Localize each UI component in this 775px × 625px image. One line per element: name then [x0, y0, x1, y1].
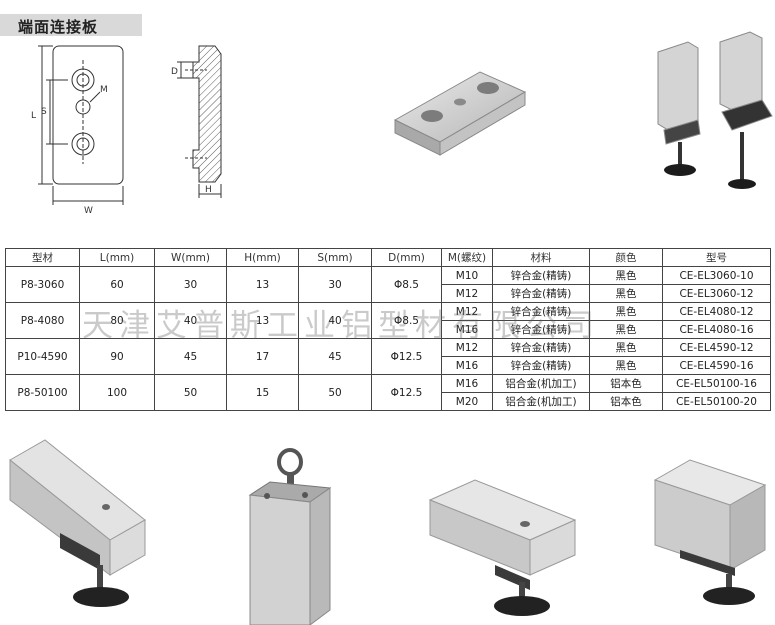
table-row: P8-3060 60 30 13 30 Φ8.5 M10 锌合金(精铸) 黑色 … — [5, 266, 771, 303]
profile-cell: P8-50100 — [5, 374, 80, 411]
model-cell: CE-EL3060-10 — [662, 266, 771, 285]
color-cell: 黑色 — [589, 284, 663, 303]
material-cell: 锌合金(精铸) — [492, 266, 590, 285]
d-cell: Φ12.5 — [371, 374, 442, 411]
model-cell: CE-EL3060-12 — [662, 284, 771, 303]
spec-table: 型材 L(mm) W(mm) H(mm) S(mm) D(mm) M(螺纹) 材… — [5, 248, 771, 411]
header-cell: 颜色 — [589, 248, 663, 267]
material-cell: 锌合金(精铸) — [492, 302, 590, 321]
header-cell: L(mm) — [79, 248, 155, 267]
color-cell: 黑色 — [589, 356, 663, 375]
table-row: M12 锌合金(精铸) 黑色 CE-EL3060-12 — [6, 284, 771, 303]
dim-label-d: D — [171, 67, 178, 77]
header-cell: 材料 — [492, 248, 590, 267]
s-cell: 45 — [298, 338, 372, 375]
thread-cell: M16 — [441, 356, 493, 375]
material-cell: 铝合金(机加工) — [492, 392, 590, 411]
product-image-3 — [428, 479, 577, 616]
title-background — [0, 14, 142, 36]
profile-cell: P8-4080 — [5, 302, 80, 339]
color-cell: 铝本色 — [589, 392, 663, 411]
thread-cell: M16 — [441, 320, 493, 339]
table-row: M20 铝合金(机加工) 铝本色 CE-EL50100-20 — [6, 392, 771, 411]
dim-label-h: H — [205, 185, 212, 195]
model-cell: CE-EL50100-16 — [662, 374, 771, 393]
table-row: M16 锌合金(精铸) 黑色 CE-EL4590-16 — [6, 356, 771, 375]
l-cell: 80 — [79, 302, 155, 339]
thread-cell: M20 — [441, 392, 493, 411]
page-title: 端面连接板 — [18, 18, 99, 36]
material-cell: 铝合金(机加工) — [492, 374, 590, 393]
assembly-image — [657, 31, 773, 189]
header-cell: D(mm) — [371, 248, 442, 267]
h-cell: 13 — [226, 302, 299, 339]
thread-cell: M10 — [441, 266, 493, 285]
material-cell: 锌合金(精铸) — [492, 356, 590, 375]
material-cell: 锌合金(精铸) — [492, 320, 590, 339]
h-cell: 15 — [226, 374, 299, 411]
material-cell: 锌合金(精铸) — [492, 284, 590, 303]
profile-cell: P8-3060 — [5, 266, 80, 303]
table-row: P8-4080 80 40 13 40 Φ8.5 M12 锌合金(精铸) 黑色 … — [5, 302, 771, 339]
model-cell: CE-EL50100-20 — [662, 392, 771, 411]
s-cell: 50 — [298, 374, 372, 411]
table-header-row: 型材 L(mm) W(mm) H(mm) S(mm) D(mm) M(螺纹) 材… — [5, 248, 771, 267]
color-cell: 铝本色 — [589, 374, 663, 393]
thread-cell: M12 — [441, 284, 493, 303]
table-row: P8-50100 100 50 15 50 Φ12.5 M16 铝合金(机加工)… — [5, 374, 771, 411]
model-cell: CE-EL4590-12 — [662, 338, 771, 357]
color-cell: 黑色 — [589, 338, 663, 357]
color-cell: 黑色 — [589, 320, 663, 339]
side-view-drawing: D H — [171, 45, 222, 198]
header-cell: W(mm) — [154, 248, 227, 267]
d-cell: Φ12.5 — [371, 338, 442, 375]
model-cell: CE-EL4590-16 — [662, 356, 771, 375]
model-cell: CE-EL4080-16 — [662, 320, 771, 339]
w-cell: 40 — [154, 302, 227, 339]
plate-3d-image — [393, 71, 527, 156]
w-cell: 30 — [154, 266, 227, 303]
dim-label-s: S — [41, 107, 47, 117]
dim-label-m: M — [100, 85, 108, 95]
w-cell: 50 — [154, 374, 227, 411]
h-cell: 17 — [226, 338, 299, 375]
top-view-drawing: L S M W — [31, 45, 124, 215]
header-cell: 型号 — [662, 248, 771, 267]
s-cell: 30 — [298, 266, 372, 303]
header-cell: S(mm) — [298, 248, 372, 267]
d-cell: Φ8.5 — [371, 302, 442, 339]
header-cell: 型材 — [5, 248, 80, 267]
s-cell: 40 — [298, 302, 372, 339]
color-cell: 黑色 — [589, 266, 663, 285]
header-cell: M(螺纹) — [441, 248, 493, 267]
product-image-2 — [248, 448, 332, 625]
material-cell: 锌合金(精铸) — [492, 338, 590, 357]
model-cell: CE-EL4080-12 — [662, 302, 771, 321]
thread-cell: M16 — [441, 374, 493, 393]
table-row: P10-4590 90 45 17 45 Φ12.5 M12 锌合金(精铸) 黑… — [5, 338, 771, 375]
thread-cell: M12 — [441, 338, 493, 357]
l-cell: 90 — [79, 338, 155, 375]
thread-cell: M12 — [441, 302, 493, 321]
l-cell: 60 — [79, 266, 155, 303]
dim-label-l: L — [31, 111, 36, 121]
dim-label-w: W — [84, 206, 93, 215]
d-cell: Φ8.5 — [371, 266, 442, 303]
product-image-4 — [653, 459, 767, 605]
h-cell: 13 — [226, 266, 299, 303]
l-cell: 100 — [79, 374, 155, 411]
color-cell: 黑色 — [589, 302, 663, 321]
header-cell: H(mm) — [226, 248, 299, 267]
product-image-1 — [9, 439, 146, 607]
profile-cell: P10-4590 — [5, 338, 80, 375]
w-cell: 45 — [154, 338, 227, 375]
